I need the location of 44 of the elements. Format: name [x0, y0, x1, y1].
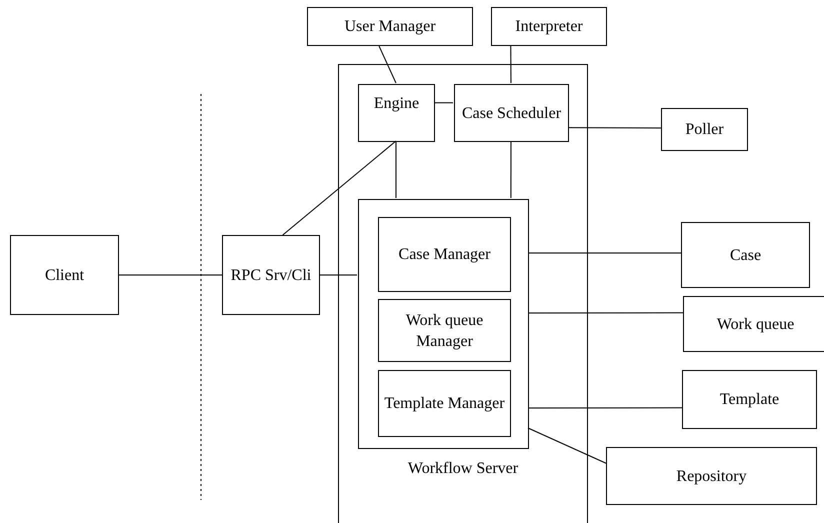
- process-box: [222, 235, 320, 315]
- node-label: Interpreter: [515, 17, 583, 37]
- node-label: Poller: [685, 120, 724, 140]
- process-box: [491, 7, 607, 46]
- process-box: [661, 108, 748, 151]
- connector-line: [118, 274, 222, 276]
- node-label: Work queue Manager: [404, 310, 484, 352]
- node-label: Case Manager: [398, 245, 490, 265]
- node-label: Work queue: [716, 314, 794, 334]
- process-box: [307, 7, 473, 46]
- connector-line: [528, 312, 684, 314]
- process-box: [378, 370, 511, 437]
- node-label: Client: [44, 266, 84, 286]
- process-box: [358, 84, 435, 142]
- connector-line: [378, 46, 396, 84]
- connector-line: [434, 102, 454, 104]
- node-label: Template Manager: [384, 394, 505, 414]
- process-box: [378, 217, 511, 292]
- process-box: [681, 222, 810, 288]
- connector-line: [510, 46, 512, 84]
- connector-line: [395, 140, 396, 198]
- process-box: [454, 84, 569, 142]
- connector-line: [510, 140, 512, 198]
- process-box: [606, 447, 817, 505]
- connector-line: [320, 274, 358, 276]
- node-label: Workflow Server: [408, 458, 518, 478]
- container-box: [358, 199, 529, 449]
- process-box: [683, 296, 824, 352]
- container-box: [338, 64, 588, 523]
- process-box: [378, 299, 511, 362]
- connector-line: [528, 252, 682, 254]
- connector-line: [282, 140, 396, 236]
- process-box: [10, 235, 119, 315]
- node-label: Engine: [374, 94, 420, 114]
- connector-line: [528, 407, 682, 408]
- node-label: User Manager: [344, 17, 436, 37]
- node-label: Case Scheduler: [462, 104, 562, 124]
- node-label: RPC Srv/Cli: [230, 266, 312, 286]
- node-label: Repository: [676, 466, 747, 486]
- node-label: Template: [720, 390, 780, 410]
- process-box: [682, 370, 817, 429]
- connector-line: [568, 127, 662, 128]
- connector-line: [528, 428, 606, 464]
- node-label: Case: [730, 246, 762, 266]
